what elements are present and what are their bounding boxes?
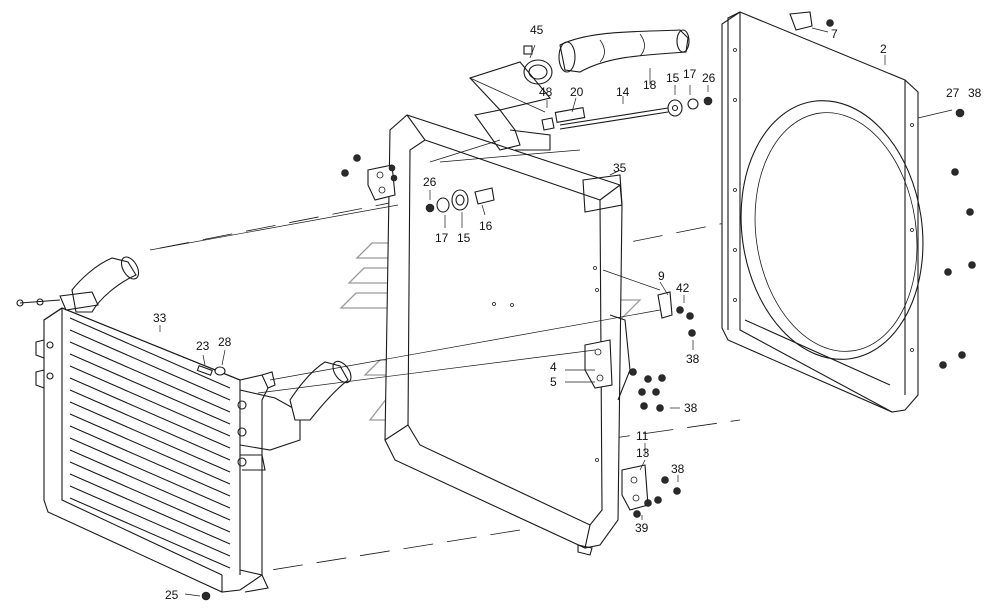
label-14: 14 [616, 85, 630, 99]
label-17-top: 17 [683, 67, 697, 81]
label-20: 20 [570, 85, 584, 99]
label-2: 2 [880, 42, 887, 56]
label-35: 35 [613, 161, 627, 175]
label-17-mid: 17 [435, 231, 449, 245]
fan-shroud [721, 11, 924, 413]
label-18: 18 [643, 78, 657, 92]
label-26-top: 26 [702, 71, 716, 85]
shroud-fasteners [629, 19, 976, 518]
radiator-frame [384, 109, 631, 556]
label-26-mid: 26 [423, 175, 437, 189]
label-4: 4 [550, 360, 557, 374]
brackets [367, 164, 673, 511]
rod-and-fasteners [341, 96, 713, 213]
label-25: 25 [165, 588, 179, 602]
label-15-mid: 15 [457, 231, 471, 245]
label-15-top: 15 [666, 71, 680, 85]
label-42: 42 [676, 281, 690, 295]
label-16: 16 [479, 219, 493, 233]
leader-lines [149, 27, 953, 597]
label-39: 39 [635, 521, 649, 535]
label-7: 7 [831, 27, 838, 41]
label-13: 13 [636, 446, 650, 460]
label-38-bottom: 38 [671, 462, 685, 476]
label-38-top: 38 [968, 86, 982, 100]
label-9: 9 [658, 269, 665, 283]
label-23: 23 [196, 339, 210, 353]
label-38-mid: 38 [686, 352, 700, 366]
part-labels: 45 18 48 20 14 15 17 26 7 2 27 38 35 26 … [153, 23, 982, 602]
label-11: 11 [636, 429, 649, 443]
label-5: 5 [550, 375, 557, 389]
label-33: 33 [153, 311, 167, 325]
upper-hose [469, 29, 690, 111]
intercooler [35, 307, 301, 601]
label-38-right: 38 [684, 401, 698, 415]
label-48: 48 [539, 85, 553, 99]
intercooler-pipes [16, 256, 352, 421]
label-45: 45 [530, 23, 544, 37]
label-28: 28 [218, 335, 232, 349]
label-27: 27 [946, 86, 960, 100]
